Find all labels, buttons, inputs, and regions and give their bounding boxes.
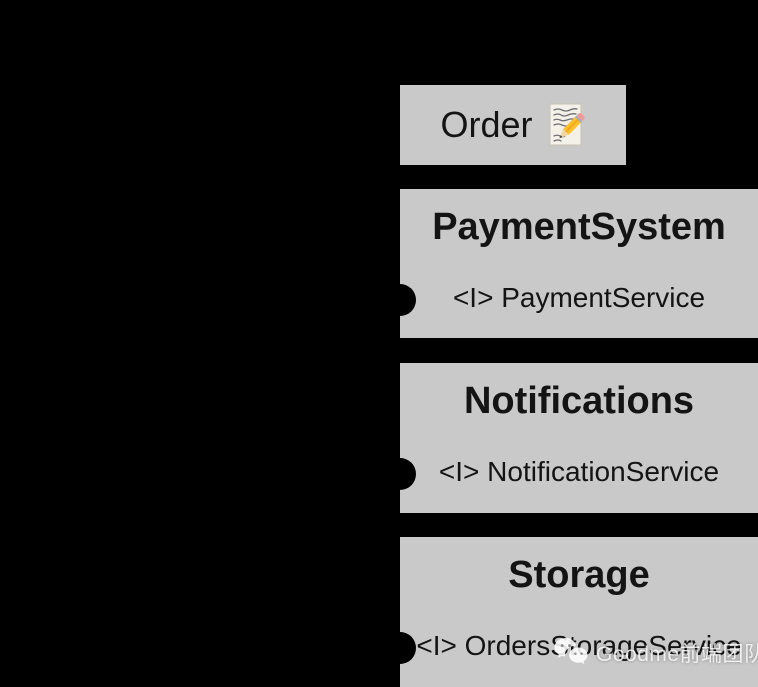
payment-port-icon — [384, 284, 416, 316]
node-notifications-title: Notifications — [463, 380, 695, 422]
notifications-port-icon — [384, 458, 416, 490]
watermark-text: Goodme前端团队 — [596, 643, 758, 666]
node-payment-system-title: PaymentSystem — [432, 206, 726, 248]
memo-icon — [546, 103, 586, 147]
wechat-icon — [553, 636, 590, 670]
node-storage-title: Storage — [508, 554, 650, 596]
payment-interface-label: <I> PaymentService — [452, 282, 706, 313]
notifications-interface-label: <I> NotificationService — [438, 456, 720, 487]
node-order: Order — [400, 85, 626, 165]
node-payment-system: PaymentSystem <I> PaymentService — [384, 189, 758, 338]
node-order-label: Order — [440, 104, 533, 145]
storage-port-icon — [384, 632, 416, 664]
node-storage: Storage <I> OrdersStorageService — [384, 537, 758, 687]
watermark: Goodme前端团队 — [553, 636, 758, 670]
node-notifications: Notifications <I> NotificationService — [384, 363, 758, 513]
